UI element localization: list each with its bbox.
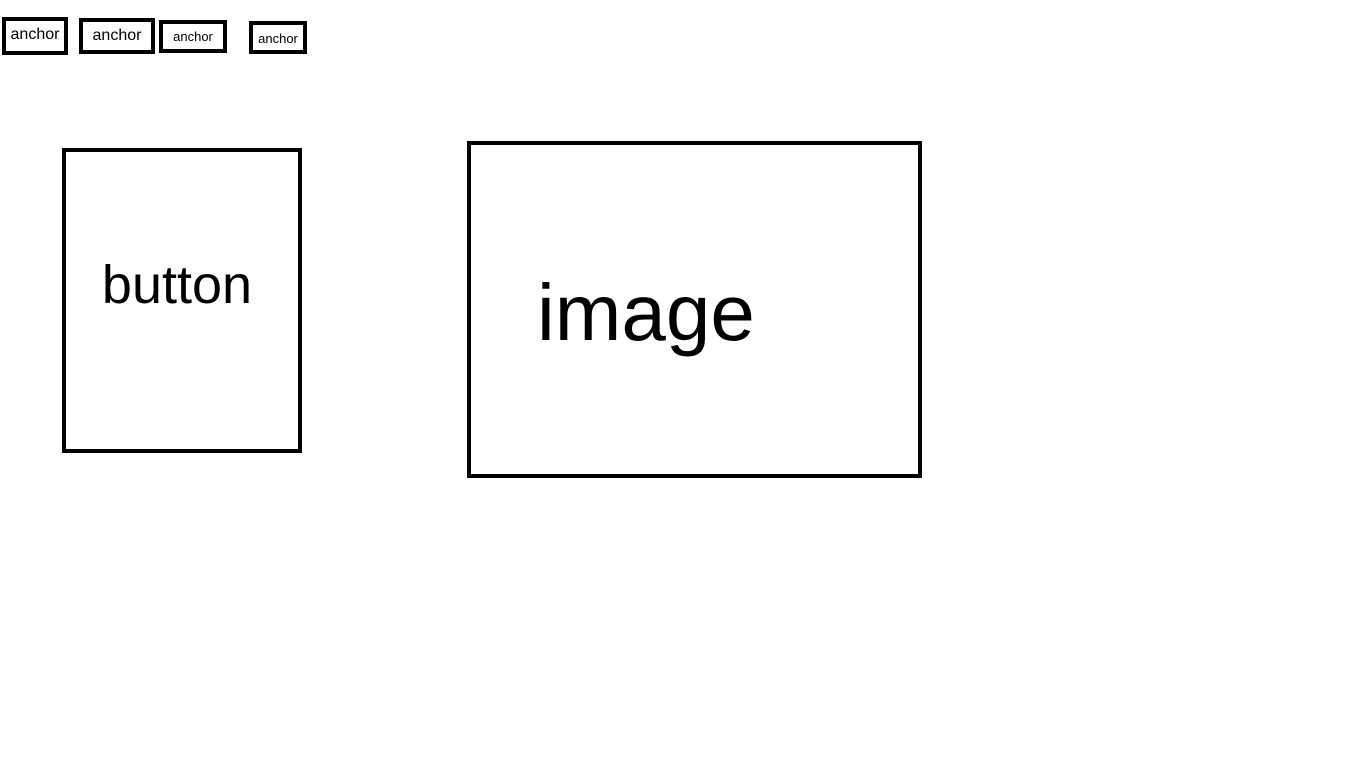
image-placeholder: image — [467, 141, 922, 478]
anchor-link-1[interactable]: anchor — [2, 17, 68, 55]
button-placeholder[interactable]: button — [62, 148, 302, 453]
anchor-link-2[interactable]: anchor — [79, 18, 155, 54]
anchor-link-3[interactable]: anchor — [159, 20, 227, 53]
anchor-link-4[interactable]: anchor — [249, 21, 307, 54]
